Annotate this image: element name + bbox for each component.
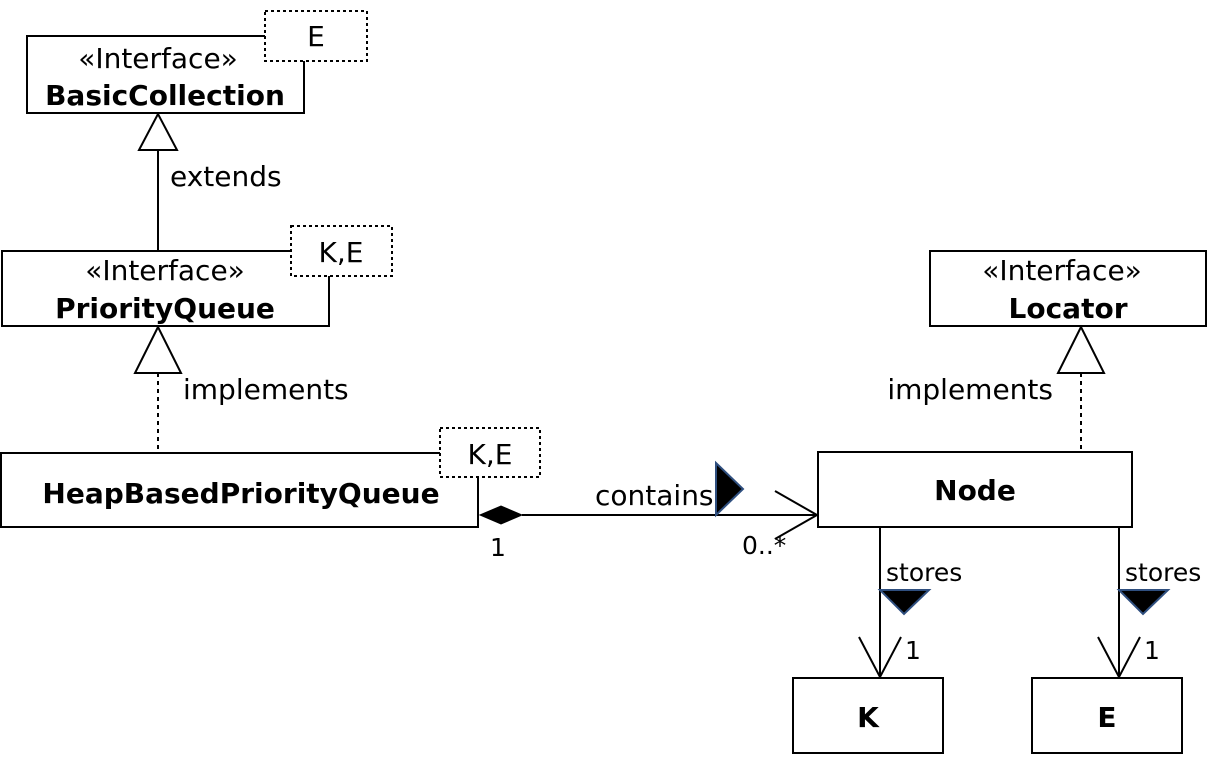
class-basic-collection[interactable]: «Interface» BasicCollection: [26, 35, 305, 114]
stereotype-priority-queue: «Interface»: [85, 254, 245, 287]
stores-relation-k: stores 1: [858, 527, 962, 680]
implements-relation-locator: implements: [887, 324, 1106, 452]
type-param-box-basic-collection: E: [264, 10, 368, 62]
extends-relation: extends: [137, 111, 282, 251]
class-e[interactable]: E: [1031, 677, 1183, 754]
contains-source-multiplicity: 1: [490, 533, 506, 562]
extends-label: extends: [170, 160, 282, 193]
reading-direction-triangle-stores-e: [1116, 589, 1171, 616]
class-node[interactable]: Node: [817, 451, 1133, 528]
stores-label-e: stores: [1125, 558, 1201, 587]
type-param-basic-collection: E: [307, 20, 325, 53]
implements-label-priority-queue: implements: [183, 373, 349, 406]
type-param-priority-queue: K,E: [319, 236, 364, 269]
stereotype-basic-collection: «Interface»: [78, 42, 238, 75]
reading-direction-triangle-contains: [715, 460, 745, 518]
class-name-locator: Locator: [1009, 292, 1128, 325]
composition-diamond: [478, 505, 524, 525]
class-k[interactable]: K: [792, 677, 944, 754]
class-heap-based-priority-queue[interactable]: HeapBasedPriorityQueue: [0, 452, 479, 528]
class-priority-queue[interactable]: «Interface» PriorityQueue: [1, 250, 330, 327]
type-param-heap-based-priority-queue: K,E: [468, 438, 513, 471]
class-name-e: E: [1097, 701, 1116, 734]
stereotype-locator: «Interface»: [982, 254, 1142, 287]
class-name-basic-collection: BasicCollection: [45, 79, 285, 112]
class-name-node: Node: [934, 474, 1016, 507]
stores-multiplicity-k: 1: [905, 636, 921, 665]
contains-target-multiplicity: 0..*: [742, 531, 786, 560]
stores-label-k: stores: [886, 558, 962, 587]
realization-arrowhead: [133, 324, 183, 374]
class-name-heap-based-priority-queue: HeapBasedPriorityQueue: [42, 477, 439, 510]
class-name-k: K: [857, 701, 880, 734]
stores-multiplicity-e: 1: [1144, 636, 1160, 665]
class-locator[interactable]: «Interface» Locator: [929, 250, 1207, 327]
type-param-box-heap-based-priority-queue: K,E: [439, 427, 541, 478]
class-name-priority-queue: PriorityQueue: [55, 292, 275, 325]
type-param-box-priority-queue: K,E: [290, 225, 393, 277]
realization-arrowhead: [1056, 324, 1106, 374]
implements-label-locator: implements: [887, 373, 1053, 406]
contains-label: contains: [595, 479, 714, 512]
stores-relation-e: stores 1: [1097, 527, 1201, 680]
generalization-arrowhead: [137, 111, 179, 151]
implements-relation-priority-queue: implements: [133, 324, 349, 453]
reading-direction-triangle-stores-k: [877, 589, 932, 616]
